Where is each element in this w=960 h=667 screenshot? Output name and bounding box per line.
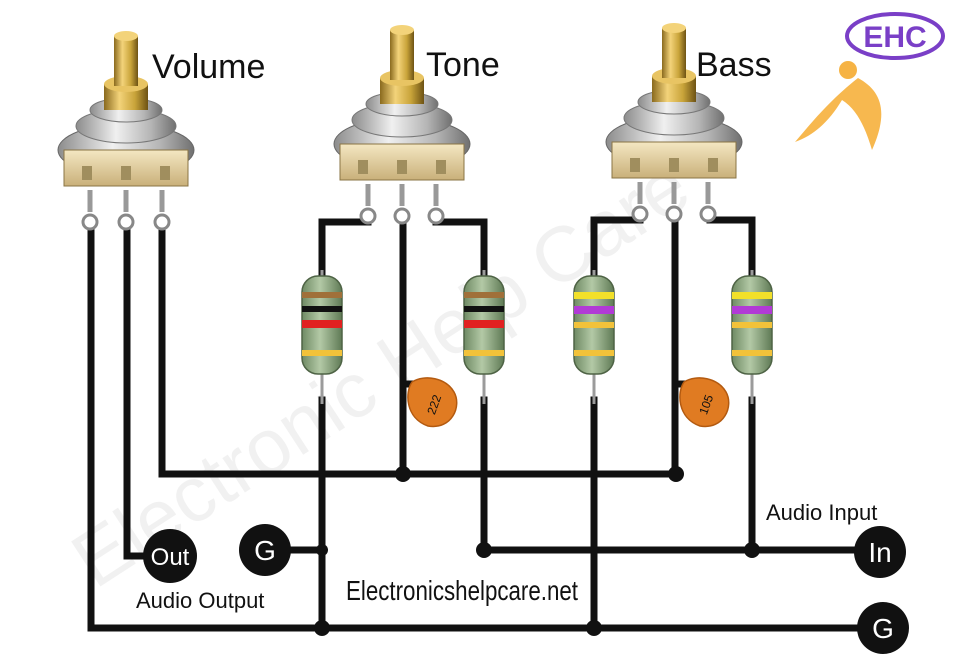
terminal-input-label: In xyxy=(868,537,891,568)
ehc-logo: EHC xyxy=(795,12,945,150)
resistor-r4 xyxy=(731,275,773,375)
pot-label-tone: Tone xyxy=(426,46,500,84)
capacitor-c2: 105 xyxy=(679,377,730,428)
capacitor-code: 105 xyxy=(696,393,716,417)
logo-text: EHC xyxy=(863,21,926,54)
resistor-r1 xyxy=(301,275,343,375)
pot-label-volume: Volume xyxy=(152,48,265,86)
pot-bass xyxy=(605,23,743,223)
capacitor-c1: 222 xyxy=(407,377,458,428)
terminal-ground-left-label: G xyxy=(254,535,276,566)
terminal-ground-right: G xyxy=(857,602,909,654)
audio-output-label: Audio Output xyxy=(136,588,264,613)
junction-dots xyxy=(314,466,760,636)
capacitor-code: 222 xyxy=(424,393,444,417)
audio-input-label: Audio Input xyxy=(766,500,877,525)
terminal-input: In xyxy=(854,526,906,578)
terminal-out-label: Out xyxy=(151,544,190,571)
site-label: Electronicshelpcare.net xyxy=(346,575,578,606)
resistor-r2 xyxy=(463,275,505,375)
pot-tone xyxy=(333,25,471,225)
resistor-r3 xyxy=(573,275,615,375)
pot-volume xyxy=(57,31,195,231)
pot-label-bass: Bass xyxy=(696,46,772,84)
terminal-ground-right-label: G xyxy=(872,613,894,644)
terminal-out: Out xyxy=(143,529,197,583)
terminal-ground-left: G xyxy=(239,524,291,576)
